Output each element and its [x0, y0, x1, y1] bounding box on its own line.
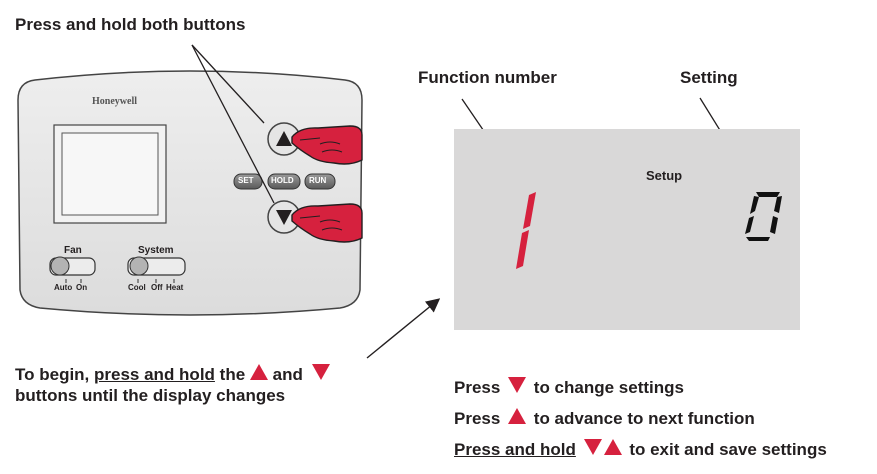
- system-option-cool: Cool: [128, 283, 146, 292]
- instruction-text: to advance to next function: [529, 409, 755, 428]
- hold-button-label[interactable]: HOLD: [271, 176, 294, 185]
- setting-digit-0: [756, 192, 780, 197]
- begin-underlined: press and hold: [94, 365, 215, 384]
- run-button: [304, 173, 336, 190]
- instruction-prefix: Press: [454, 409, 501, 428]
- brand-logo: Honeywell: [92, 96, 137, 107]
- callout-line: [191, 44, 275, 204]
- setting-label: Setting: [680, 68, 738, 87]
- instruction-exit-save: Press and hold to exit and save settings: [454, 439, 827, 460]
- instruction-prefix: Press: [454, 378, 501, 397]
- begin-instruction-line1: To begin, press and hold the and: [15, 364, 330, 386]
- system-option-off: Off: [151, 283, 163, 292]
- function-digit-1: [523, 192, 536, 229]
- fan-option-auto: Auto: [54, 283, 73, 292]
- up-triangle-icon: [508, 408, 527, 424]
- instruction-advance-function: Press to advance to next function: [454, 408, 755, 429]
- up-triangle-icon: [603, 439, 622, 455]
- instruction-prefix: Press and hold: [454, 440, 576, 459]
- begin-connector: and: [267, 365, 308, 384]
- down-triangle-icon: [583, 439, 602, 455]
- fan-label: Fan: [64, 245, 82, 256]
- press-hold-both-label: Press and hold both buttons: [15, 15, 246, 34]
- down-triangle-icon: [508, 377, 527, 393]
- function-number-label: Function number: [418, 68, 557, 87]
- instruction-change-settings: Press to change settings: [454, 377, 684, 398]
- set-button-label[interactable]: SET: [238, 176, 254, 185]
- setup-label: Setup: [646, 168, 683, 183]
- system-label: System: [138, 245, 174, 256]
- up-triangle-icon: [249, 364, 268, 380]
- lcd-display: [454, 129, 800, 330]
- hand-pointer-icon: [291, 203, 363, 243]
- hand-pointer-icon: [291, 125, 363, 165]
- pointer-arrow: [366, 298, 441, 359]
- fan-option-on: On: [76, 283, 88, 292]
- hold-button: [267, 173, 301, 190]
- set-button: [233, 173, 263, 190]
- begin-instruction-line2: buttons until the display changes: [15, 386, 286, 405]
- down-triangle-icon: [311, 364, 330, 380]
- callout-line: [191, 44, 265, 124]
- begin-middle: the: [214, 365, 250, 384]
- begin-prefix: To begin,: [15, 365, 95, 384]
- run-button-label[interactable]: RUN: [309, 176, 327, 185]
- instruction-text: to change settings: [529, 378, 684, 397]
- system-option-heat: Heat: [166, 283, 184, 292]
- instruction-text: to exit and save settings: [624, 440, 827, 459]
